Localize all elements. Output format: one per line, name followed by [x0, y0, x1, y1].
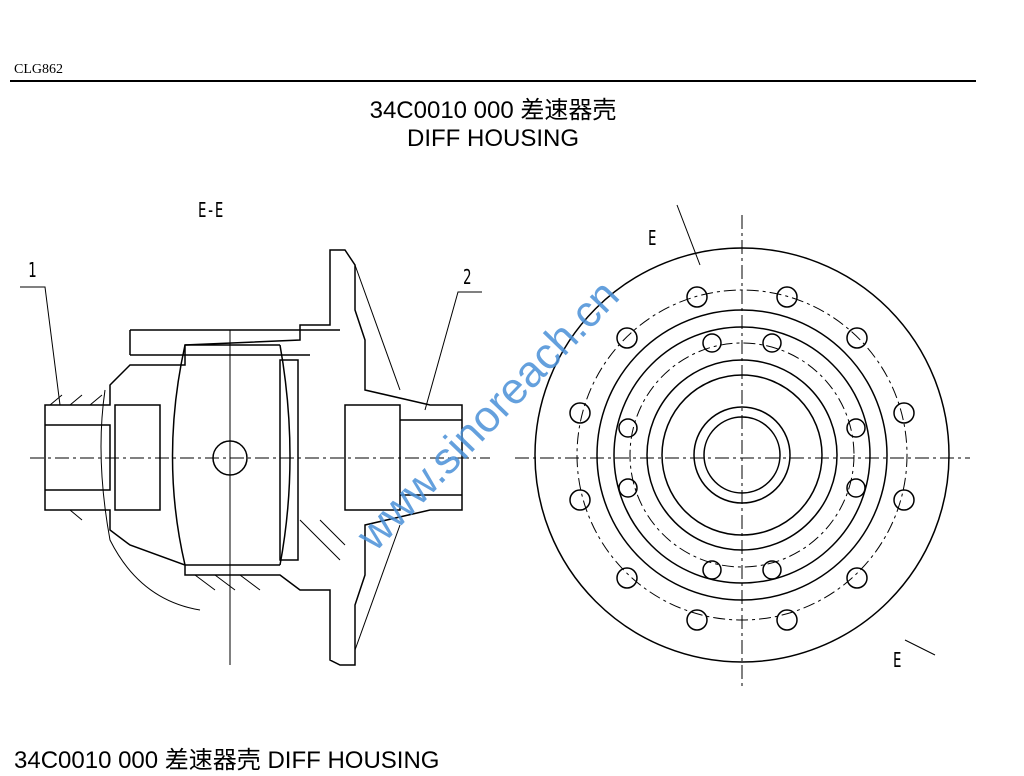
section-mark-bottom: E	[893, 648, 902, 672]
part-subtitle: DIFF HOUSING	[407, 125, 579, 152]
section-mark-top: E	[648, 226, 657, 250]
callout-1: 1	[28, 258, 37, 282]
header-divider	[10, 80, 976, 82]
model-code: CLG862	[14, 62, 63, 77]
part-title: 34C0010 000 差速器壳	[369, 97, 617, 124]
section-view	[20, 249, 490, 666]
callout-2: 2	[463, 265, 472, 289]
end-view	[515, 204, 970, 690]
section-label: E-E	[198, 198, 224, 222]
figure-caption: 34C0010 000 差速器壳 DIFF HOUSING	[14, 747, 440, 774]
